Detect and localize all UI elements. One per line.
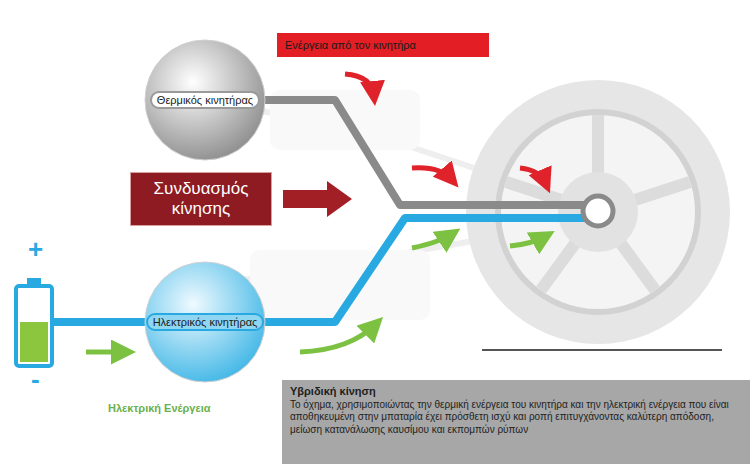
- combination-box: Συνδυασμός κίνησης: [130, 172, 272, 226]
- engine-arrows: [345, 74, 546, 184]
- battery-plus: +: [28, 236, 43, 262]
- electric-line: [48, 218, 598, 322]
- energy-banner: Ενέργεια από τον κινητήρα: [277, 33, 489, 57]
- ground-line: [482, 349, 722, 351]
- banner-text: Ενέργεια από τον κινητήρα: [285, 39, 416, 51]
- caption-body: Το όχημα, χρησιμοποιώντας την θερμική εν…: [290, 399, 742, 437]
- battery-minus: -: [31, 366, 40, 392]
- motor-label: Ηλεκτρικός κινητήρας: [146, 313, 265, 331]
- caption-box: Υβριδική κίνησηΤο όχημα, χρησιμοποιώντας…: [282, 380, 750, 464]
- energy-label: Ηλεκτρική Ενέργεια: [108, 403, 210, 414]
- battery-symbol: [16, 278, 52, 366]
- combination-arrow: [283, 181, 352, 217]
- wheel-hub: [583, 196, 613, 226]
- caption-heading: Υβριδική κίνηση: [290, 385, 742, 399]
- motor-label: Θερμικός κινητήρας: [150, 91, 260, 109]
- wheel: [466, 80, 730, 344]
- motor-sphere: Θερμικός κινητήρας: [143, 38, 267, 162]
- motor-sphere: Ηλεκτρικός κινητήρας: [143, 260, 267, 384]
- combination-text: Συνδυασμός κίνησης: [137, 179, 265, 220]
